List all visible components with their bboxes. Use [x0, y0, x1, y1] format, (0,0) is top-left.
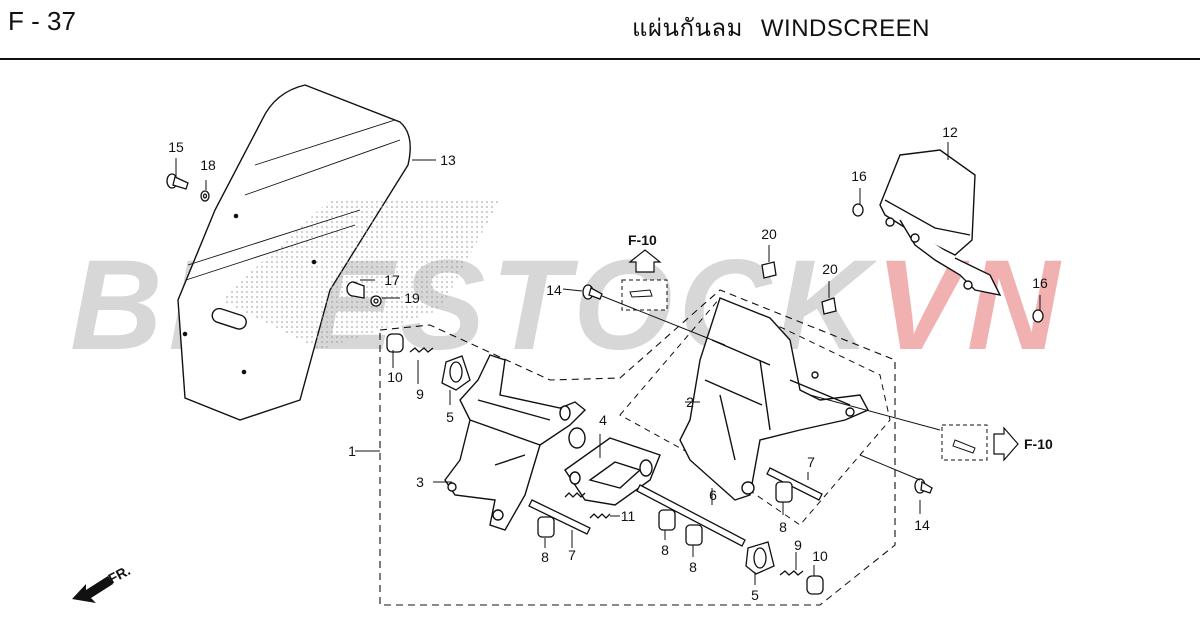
page-code: F - 37 [8, 6, 76, 36]
callout-5b: 5 [751, 587, 759, 603]
spring-11 [564, 492, 611, 519]
bracket-outline [619, 297, 891, 526]
callout-3: 3 [416, 474, 424, 490]
screw-15 [166, 173, 189, 190]
callout-13: 13 [440, 152, 456, 168]
page-title: แผ่นกันลม WINDSCREEN [632, 8, 930, 47]
callout-8a: 8 [779, 519, 787, 535]
callout-12: 12 [942, 124, 958, 140]
callout-14b: 14 [914, 517, 930, 533]
callout-7a: 7 [807, 454, 815, 470]
callout-11: 11 [621, 508, 636, 524]
callout-10a: 10 [387, 369, 403, 385]
callout-9b: 9 [794, 537, 802, 553]
reference-f10-top: F-10 [628, 232, 657, 248]
callout-17: 17 [384, 272, 400, 288]
callout-18: 18 [200, 157, 216, 173]
bracket-part [564, 437, 661, 506]
screw-14-16 [582, 203, 1044, 494]
callout-1: 1 [348, 443, 356, 459]
callout-10b: 10 [812, 548, 828, 564]
arrow-up-icon [628, 249, 662, 273]
callout-9a: 9 [416, 386, 424, 402]
callout-2: 2 [686, 394, 694, 410]
ring-19 [370, 295, 382, 307]
callout-8d: 8 [689, 559, 697, 575]
washer-18 [200, 190, 210, 202]
callout-14a: 14 [546, 282, 562, 298]
callout-6: 6 [709, 487, 717, 503]
front-stay-part [444, 354, 587, 531]
exploded-parts-diagram: 1 2 3 4 5 5 6 7 7 8 8 8 8 9 9 10 10 11 1… [72, 84, 1053, 606]
callout-15: 15 [168, 139, 184, 155]
rods [528, 467, 823, 547]
reference-boxes [621, 249, 1019, 462]
callout-20b: 20 [822, 261, 838, 277]
callout-labels: 1 2 3 4 5 5 6 7 7 8 8 8 8 9 9 10 10 11 1… [168, 124, 1048, 603]
leader-lines [175, 142, 1041, 585]
callout-8c: 8 [661, 542, 669, 558]
reference-f10-right: F-10 [1024, 436, 1053, 452]
arrow-right-icon [993, 426, 1019, 462]
adjuster-knobs [386, 333, 824, 595]
callout-16a: 16 [851, 168, 867, 184]
reference-labels: F-10 F-10 [628, 232, 1053, 452]
callout-20a: 20 [761, 226, 777, 242]
arrow-left-down-icon [72, 576, 113, 603]
callout-5a: 5 [446, 409, 454, 425]
callout-4: 4 [599, 412, 607, 428]
callout-8b: 8 [541, 549, 549, 565]
grommet-17 [346, 281, 365, 299]
callout-7b: 7 [568, 547, 576, 563]
title-thai: แผ่นกันลม [632, 15, 743, 42]
header: F - 37 แผ่นกันลม WINDSCREEN [0, 0, 1200, 60]
clip-20 [761, 261, 837, 315]
meter-visor-part [879, 149, 1002, 296]
collar-8 [537, 481, 793, 546]
header-rule [0, 58, 1200, 60]
callout-19: 19 [404, 290, 420, 306]
front-indicator: FR. [72, 562, 133, 603]
windscreen-part [177, 84, 500, 421]
callout-16b: 16 [1032, 275, 1048, 291]
inner-panel-part [679, 297, 869, 501]
title-english: WINDSCREEN [760, 15, 930, 42]
